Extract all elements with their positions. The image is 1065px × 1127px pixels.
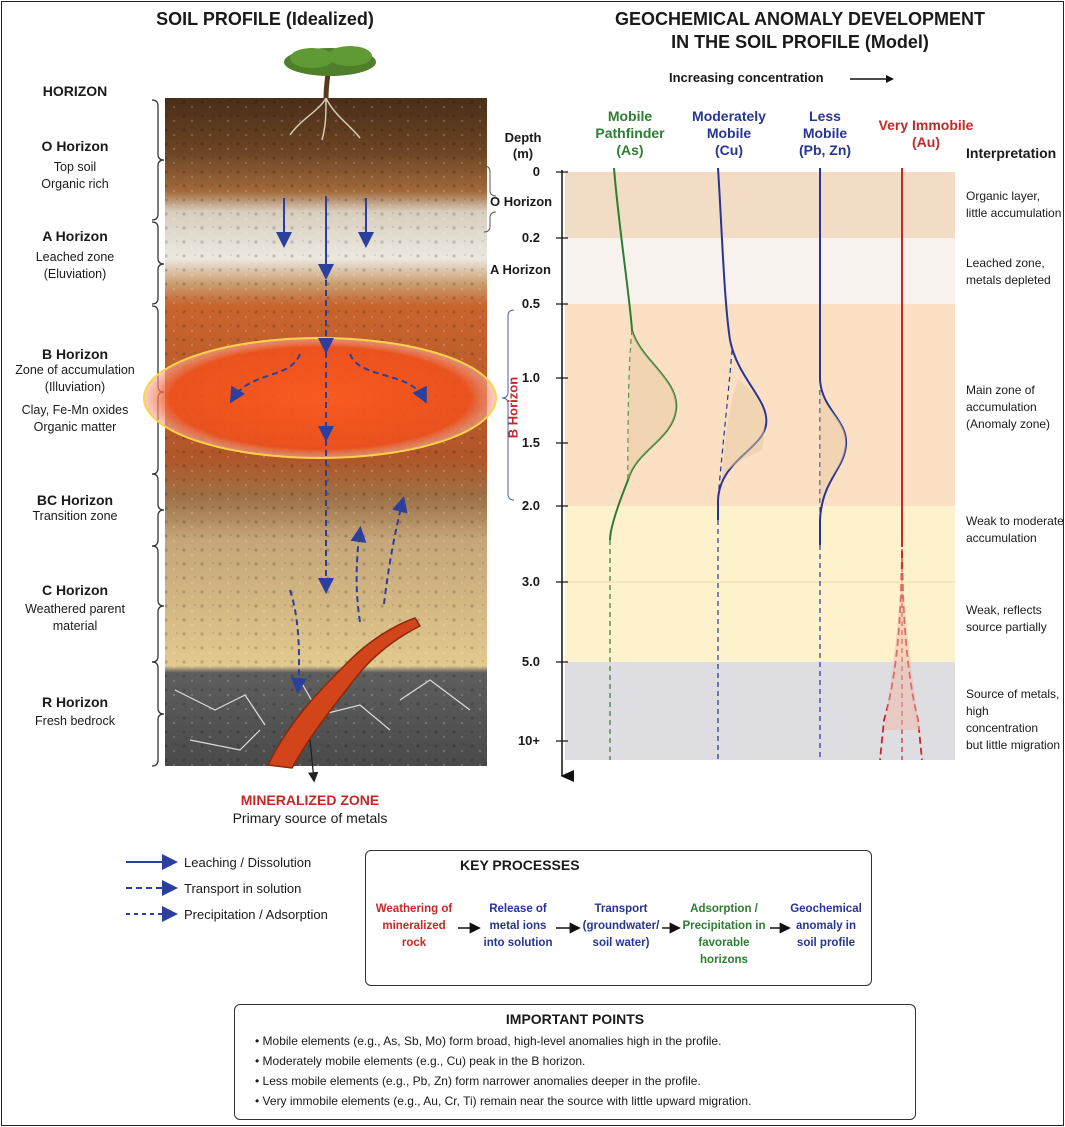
key-step-adsorption: Adsorption / Precipitation in favorable … [682, 903, 766, 966]
depth-tick-0: 0 [532, 164, 540, 179]
curve-as [609, 167, 678, 760]
bracket-b-horizon [501, 309, 515, 501]
interpretation-a: Leached zone, metals depleted [966, 256, 1051, 287]
important-point: • Very immobile elements (e.g., Au, Cr, … [255, 1094, 752, 1108]
horizon-r-label: R Horizon Fresh bedrock [35, 694, 115, 728]
depth-ticks [556, 171, 568, 742]
curve-pb-zn [819, 168, 848, 760]
interpretation-o: Organic layer, little accumulation [966, 189, 1062, 220]
horizon-c-label: C Horizon Weathered parent material [25, 582, 125, 633]
interpretation-b: Main zone of accumulation (Anomaly zone) [966, 383, 1051, 431]
left-title: SOIL PROFILE (Idealized) [156, 9, 374, 29]
horizon-header: HORIZON [42, 83, 108, 99]
depth-tick-10: 10+ [517, 733, 540, 748]
legend-arrows [126, 854, 178, 922]
curve-as-anomaly-fill [628, 330, 677, 480]
curve-cu-baseline [717, 349, 733, 501]
tree-icon [284, 46, 376, 141]
depth-tick-3-0: 3.0 [521, 574, 540, 589]
bracket-o-horizon [483, 165, 497, 233]
column-header-pb-zn: Less Mobile (Pb, Zn) [798, 108, 852, 158]
legend-item-transport: Transport in solution [184, 881, 302, 896]
bedrock-cracks [174, 679, 471, 751]
column-header-au: Very Immobile (Au) [878, 117, 974, 150]
legend-item-precipitation: Precipitation / Adsorption [184, 907, 328, 922]
mineralized-vein [266, 617, 422, 769]
depth-tick-2-0: 2.0 [521, 498, 540, 513]
important-point: • Moderately mobile elements (e.g., Cu) … [255, 1054, 586, 1068]
interpretation-bc: Weak to moderate accumulation [966, 514, 1064, 545]
increasing-arrow-icon [850, 75, 894, 83]
horizon-b-label: B Horizon Zone of accumulation (Illuviat… [15, 346, 135, 434]
mineralized-zone-label: MINERALIZED ZONE [240, 792, 380, 808]
right-title-line2: IN THE SOIL PROFILE (Model) [671, 32, 929, 52]
zone-label-b: B Horizon [505, 376, 521, 439]
curve-pb-zn-anomaly-fill [820, 390, 847, 510]
right-title-line1: GEOCHEMICAL ANOMALY DEVELOPMENT [614, 9, 986, 29]
soil-profile-illustration [143, 46, 497, 783]
important-point: • Less mobile elements (e.g., Pb, Zn) fo… [255, 1074, 701, 1088]
important-points-title: IMPORTANT POINTS [505, 1011, 645, 1027]
curve-au-anomaly-fill [884, 560, 920, 730]
depth-tick-1-0: 1.0 [521, 370, 540, 385]
key-process-arrows [458, 922, 791, 934]
band-a-horizon [565, 238, 955, 304]
key-step-anomaly: Geochemical anomaly in soil profile [790, 903, 862, 949]
key-step-transport: Transport (groundwater/ soil water) [582, 903, 660, 949]
key-processes-box: KEY PROCESSES Weathering of mineralized … [365, 850, 872, 986]
increasing-concentration-label: Increasing concentration [669, 70, 824, 85]
horizon-o-label: O Horizon Top soil Organic rich [41, 138, 109, 191]
zone-label-o: O Horizon [490, 194, 553, 209]
depth-tick-0-2: 0.2 [521, 230, 540, 245]
important-point: • Mobile elements (e.g., As, Sb, Mo) for… [255, 1034, 722, 1048]
column-header-as: Mobile Pathfinder (As) [595, 108, 665, 158]
depth-tick-5-0: 5.0 [521, 654, 540, 669]
mineralized-zone-sub: Primary source of metals [232, 810, 388, 826]
interpretation-header: Interpretation [966, 145, 1057, 161]
important-points-box: IMPORTANT POINTS • Mobile elements (e.g.… [234, 1004, 916, 1120]
key-step-weathering: Weathering of mineralized rock [375, 903, 453, 949]
interpretation-r: Source of metals, high concentration but… [966, 687, 1061, 752]
column-header-cu: Moderately Mobile (Cu) [692, 108, 766, 158]
horizon-a-label: A Horizon Leached zone (Eluviation) [35, 228, 115, 281]
key-processes-title: KEY PROCESSES [460, 857, 580, 873]
curve-cu-anomaly-fill [722, 380, 765, 480]
legend-item-leaching: Leaching / Dissolution [184, 855, 312, 870]
mineralized-pointer [308, 739, 319, 783]
depth-tick-0-5: 0.5 [521, 296, 540, 311]
band-c-horizon [565, 506, 955, 662]
interpretation-c: Weak, reflects source partially [966, 603, 1047, 634]
leaching-arrows [229, 196, 427, 694]
important-points-list: • Mobile elements (e.g., As, Sb, Mo) for… [255, 1031, 905, 1111]
band-o-horizon [565, 172, 955, 238]
anomaly-model-chart [483, 165, 955, 782]
key-step-release: Release of metal ions into solution [483, 903, 553, 949]
horizon-bc-label: BC Horizon Transition zone [32, 492, 118, 523]
depth-axis-title: Depth (m) [504, 130, 542, 161]
zone-label-a: A Horizon [490, 262, 551, 277]
depth-tick-1-5: 1.5 [521, 435, 540, 450]
curve-au [879, 168, 923, 761]
curve-cu [717, 167, 768, 760]
